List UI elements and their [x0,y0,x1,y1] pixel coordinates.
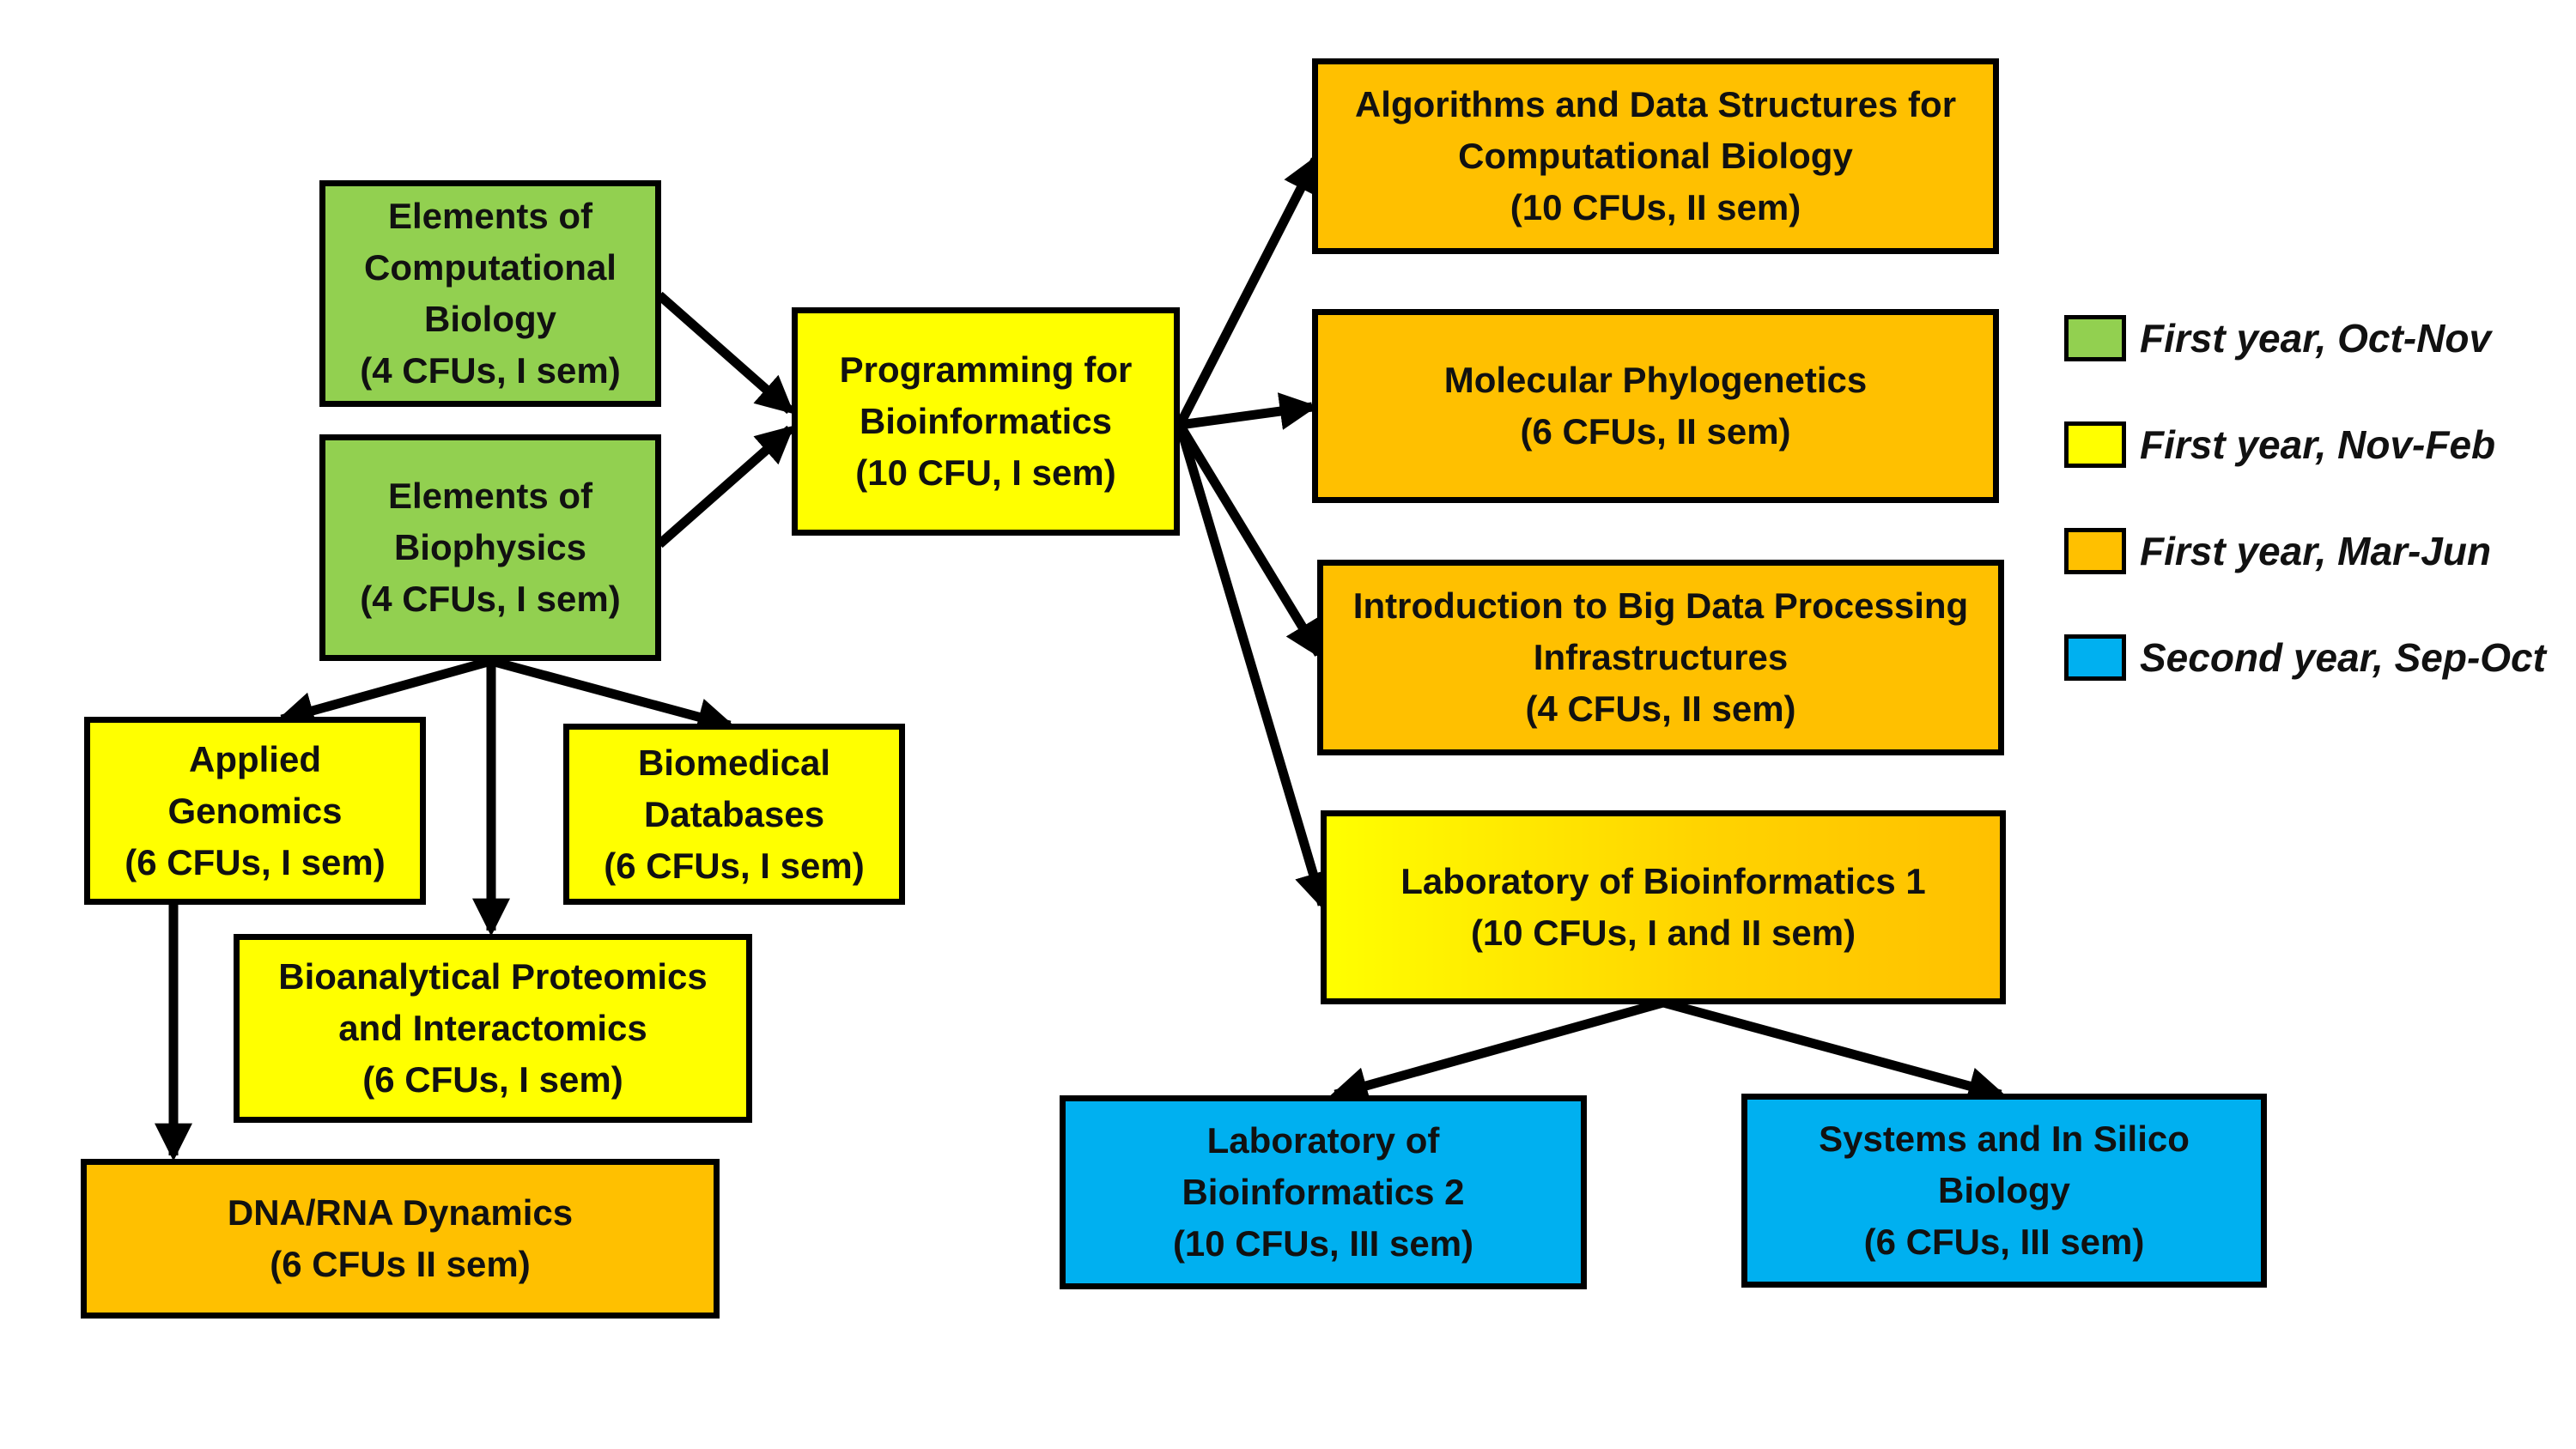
course-title-line: Databases [643,793,825,834]
course-title-line: DNA/RNA Dynamics [227,1192,574,1233]
legend-item: First year, Nov-Feb [2064,419,2495,470]
course-title-line: Biology [424,299,556,339]
course-title-line: Bioinformatics 2 [1182,1172,1465,1212]
course-title-line: Systems and In Silico [1819,1119,2190,1159]
arrow-biophysics-to-programming [656,425,794,549]
arrow-biophysics-to-biomedical-db [489,656,736,736]
course-title-line: Genomics [167,790,343,831]
arrow-programming-to-phylogenetics [1179,392,1318,430]
course-credits: (6 CFUs, I sem) [604,845,865,886]
course-dna-rna-dynamics: DNA/RNA Dynamics (6 CFUs II sem) [81,1159,720,1319]
course-algorithms-data-structures: Algorithms and Data Structures for Compu… [1312,58,1999,254]
legend-swatch-blue [2064,634,2126,681]
arrow-biophysics-to-applied-genomics [276,656,493,730]
course-systems-in-silico-biology: Systems and In Silico Biology (6 CFUs, I… [1741,1094,2267,1288]
course-title-line: Programming for [839,349,1133,390]
legend-swatch-orange [2064,528,2126,574]
arrow-programming-to-big-data [1176,422,1323,659]
course-title-line: Bioanalytical Proteomics [278,956,708,997]
course-title-line: Biomedical [637,742,831,783]
course-title-line: and Interactomics [338,1008,647,1048]
legend-item: Second year, Sep-Oct [2064,632,2546,683]
course-credits: (6 CFUs, II sem) [1520,411,1791,452]
course-title-line: Introduction to Big Data Processing [1352,585,1969,626]
legend-label: Second year, Sep-Oct [2140,635,2546,680]
course-title-line: Elements of [387,476,593,516]
course-elements-computational-biology: Elements of Computational Biology (4 CFU… [319,180,661,407]
course-applied-genomics: Applied Genomics (6 CFUs, I sem) [84,717,426,905]
legend-label: First year, Nov-Feb [2140,422,2496,467]
course-credits: (4 CFUs, I sem) [360,350,621,391]
course-title-line: Infrastructures [1533,637,1789,677]
legend-label: First year, Oct-Nov [2140,316,2492,361]
course-credits: (10 CFU, I sem) [855,452,1116,493]
arrow-lab1-to-systems [1662,997,2007,1105]
course-bioanalytical-proteomics: Bioanalytical Proteomics and Interactomi… [234,934,752,1123]
course-title-line: Computational [364,247,617,288]
course-title-line: Laboratory of Bioinformatics 1 [1400,861,1926,901]
course-laboratory-bioinformatics-2: Laboratory of Bioinformatics 2 (10 CFUs,… [1060,1095,1587,1289]
arrow-lab1-to-lab2 [1329,997,1665,1105]
course-title-line: Biology [1938,1170,2070,1210]
course-credits: (10 CFUs, III sem) [1172,1223,1474,1264]
course-title-line: Bioinformatics [859,401,1113,441]
course-credits: (6 CFUs, I sem) [362,1059,623,1100]
legend-swatch-yellow [2064,421,2126,468]
arrow-programming-to-lab1 [1175,423,1332,911]
course-molecular-phylogenetics: Molecular Phylogenetics (6 CFUs, II sem) [1312,309,1999,503]
course-laboratory-bioinformatics-1: Laboratory of Bioinformatics 1 (10 CFUs,… [1321,810,2006,1004]
course-title-line: Applied [189,738,321,779]
course-credits: (10 CFUs, II sem) [1510,187,1801,227]
legend-item: First year, Oct-Nov [2064,312,2491,364]
course-title-line: Molecular Phylogenetics [1443,360,1868,400]
course-credits: (10 CFUs, I and II sem) [1470,912,1856,953]
course-title-line: Biophysics [393,527,587,567]
course-programming-bioinformatics: Programming for Bioinformatics (10 CFU, … [792,307,1180,536]
course-title-line: Computational Biology [1458,136,1853,176]
course-credits: (4 CFUs, II sem) [1525,688,1796,729]
course-biomedical-databases: Biomedical Databases (6 CFUs, I sem) [563,724,905,905]
arrow-programming-to-algorithms [1176,155,1320,427]
course-credits: (4 CFUs, I sem) [360,579,621,619]
course-title-line: Laboratory of [1206,1120,1440,1161]
legend-label: First year, Mar-Jun [2140,529,2492,573]
course-credits: (6 CFUs II sem) [270,1244,531,1284]
course-big-data-infrastructures: Introduction to Big Data Processing Infr… [1317,560,2004,755]
legend-item: First year, Mar-Jun [2064,525,2491,577]
course-credits: (6 CFUs, III sem) [1863,1222,2145,1262]
course-elements-biophysics: Elements of Biophysics (4 CFUs, I sem) [319,434,661,661]
course-title-line: Algorithms and Data Structures for [1354,84,1957,124]
course-title-line: Elements of [387,196,593,236]
arrow-comp-bio-to-programming [656,291,794,415]
course-credits: (6 CFUs, I sem) [125,841,386,882]
legend-swatch-green [2064,315,2126,361]
